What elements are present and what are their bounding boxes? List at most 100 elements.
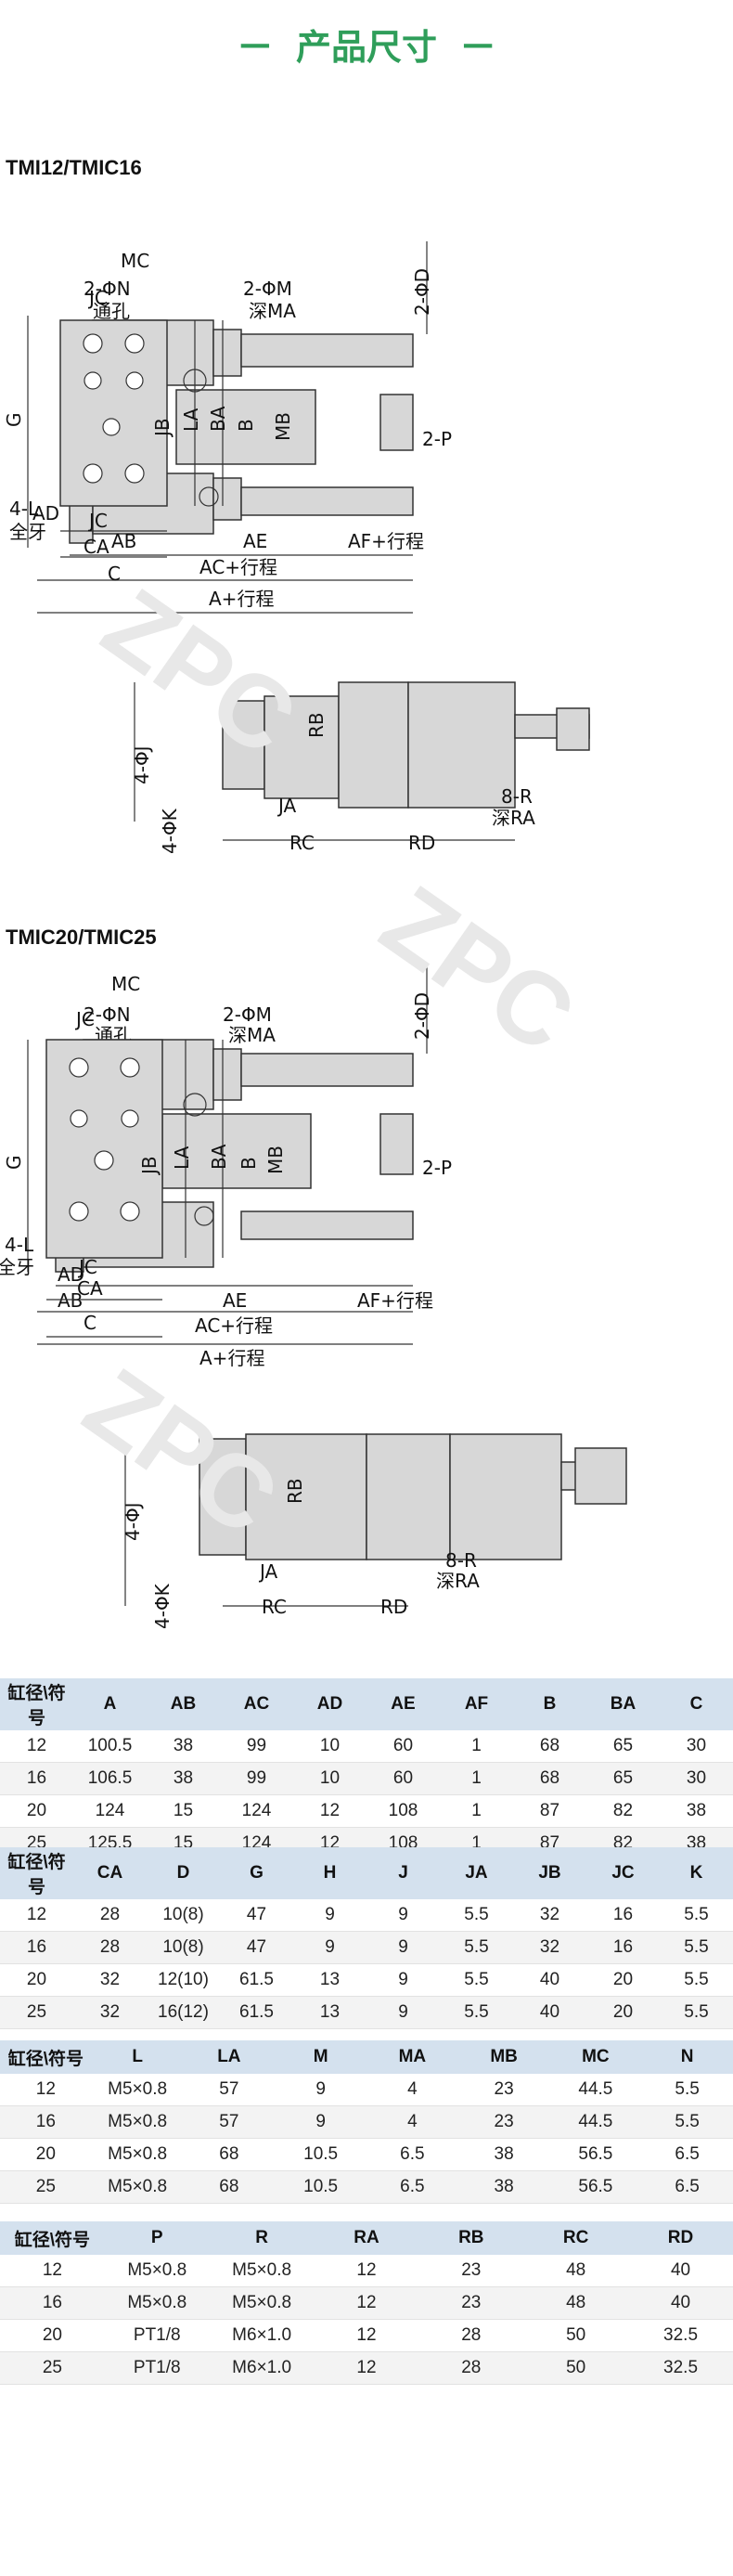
table-cell: 12(10) [147,1963,220,1997]
table-cell: 9 [293,1931,366,1964]
table-cell: 23 [457,2074,550,2106]
label-AC: AC+行程 [199,556,277,578]
table-cell: 57 [183,2074,276,2106]
table-header-row: 缸径\符号 A AB AC AD AE AF B BA C [0,1678,733,1730]
drawing-shape [161,1113,312,1189]
table-cell: 20 [0,2138,92,2171]
table-cell: 6.5 [366,2170,458,2204]
table-cell: 1 [440,1794,513,1828]
table-cell: 32.5 [628,2319,733,2352]
table-header: MB [457,2040,550,2074]
drawing-side-1: JC JB LA BA B 4-L 全牙 JC CA C [9,287,257,585]
table-cell: 16 [0,1931,73,1964]
table-header: B [513,1678,586,1730]
table-cell: 9 [275,2105,366,2139]
drawing-group [45,1039,163,1259]
drawing-group [69,1057,140,1222]
table-cell: 68 [183,2170,276,2204]
label-deepMA: 深MA [249,300,296,322]
table-cell: 12 [314,2286,419,2320]
label-C: C [84,1312,96,1334]
label-RB: RB [305,712,328,738]
table-cell: 57 [183,2105,276,2139]
drawing-group [46,1040,224,1338]
drawing-shape [240,333,414,368]
table-cell: 5.5 [440,1963,513,1997]
table-cell: 4 [366,2074,458,2106]
label-AB: AB [111,530,136,552]
label-RB: RB [284,1478,306,1504]
table-cell: M5×0.8 [91,2170,184,2204]
table-cell: 6.5 [366,2138,458,2171]
drawing-group [199,1433,627,1560]
table-header: RA [314,2221,419,2255]
table-cell: 32 [73,1963,147,1997]
table-cell: 12 [314,2319,419,2352]
table-cell: 65 [586,1730,660,1763]
drawing-hole [183,1093,207,1117]
drawing-group [27,241,428,614]
drawing-hole [124,463,145,484]
table-cell: 20 [586,1963,660,1997]
table-cell: 23 [457,2105,550,2139]
label-AC: AC+行程 [195,1314,273,1337]
table-cell: 25 [0,2170,92,2204]
label-4K: 4-ΦK [159,808,181,854]
table-cell: 32 [513,1899,586,1932]
drawing-hole [120,1201,140,1222]
table-cell: 16 [0,2286,105,2320]
label-AE: AE [243,530,267,552]
table-cell: 16 [586,1931,660,1964]
label-4J: 4-ΦJ [122,1502,144,1541]
label-BA: BA [208,1144,230,1170]
table-cell: 108 [366,1794,440,1828]
table-cell: 9 [366,1963,440,1997]
label-AF: AF+行程 [348,530,424,552]
drawing-side-2: JC JB LA BA B 4-L 全牙 JC CA C [0,1008,260,1338]
drawing-shape [379,394,414,451]
label-CA: CA [77,1277,103,1300]
table-cell: 32 [513,1931,586,1964]
table-cell: 38 [147,1730,220,1763]
section-label-1: TMI12/TMIC16 [6,156,142,179]
table-header: CA [73,1847,147,1899]
label-LA: LA [171,1146,193,1170]
label-AD: AD [32,502,59,524]
table-header: L [91,2040,184,2074]
drawing-group [124,1448,408,1607]
drawing-group [27,965,428,1345]
drawing-shape [222,700,265,790]
label-through: 通孔 [93,300,130,322]
label-MB: MB [272,412,294,441]
drawing-hole [125,371,144,390]
drawing-shape [338,681,409,809]
table-cell: 5.5 [641,2074,733,2106]
label-fullthread: 全牙 [0,1256,34,1278]
table-header: 缸径\符号 [0,1678,73,1730]
table-cell: 10.5 [275,2138,366,2171]
table-cell: 38 [457,2170,550,2204]
table-cell: 47 [220,1931,293,1964]
drawing-group [59,319,168,507]
label-RC: RC [262,1596,287,1618]
table-cell: 16(12) [147,1996,220,2029]
label-JC-bottom: JC [87,510,108,532]
table-cell: 15 [147,1794,220,1828]
drawing-shape [245,1433,367,1560]
table-cell: 12 [0,2255,105,2287]
table-cell: M5×0.8 [209,2286,315,2320]
drawing-top-1: RB 4-ΦJ 4-ΦK JA RC RD 8-R 深RA [131,681,590,854]
drawing-shape [264,695,340,799]
table-cell: 32.5 [628,2351,733,2385]
drawing-hole [83,463,103,484]
table-header-row: 缸径\符号 L LA M MA MB MC N [0,2040,733,2074]
table-cell: 13 [293,1996,366,2029]
section-label-2: TMIC20/TMIC25 [6,926,157,949]
table-header: 缸径\符号 [0,2040,92,2074]
drawing-group [222,681,590,809]
